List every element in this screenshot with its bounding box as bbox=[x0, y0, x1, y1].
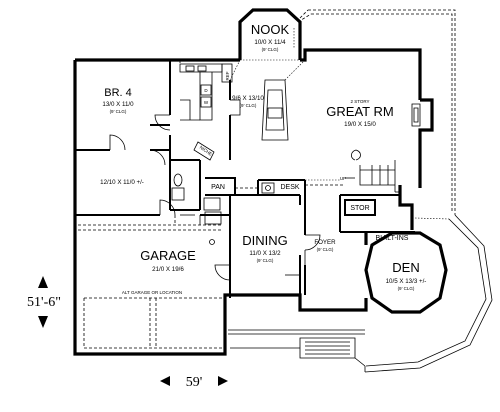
foyer-ceiling: (9' CLG) bbox=[317, 247, 334, 252]
nook-ceiling: (9' CLG) bbox=[262, 47, 279, 52]
doors bbox=[109, 114, 321, 281]
garage-name: GARAGE bbox=[140, 248, 196, 263]
porch-outline bbox=[293, 9, 493, 373]
room-label-garage: GARAGE 21/0 X 19/6 ALT GARAGE OR LOCATIO… bbox=[122, 248, 196, 295]
storage-label: STOR bbox=[350, 205, 369, 212]
room-label-nook: NOOK 10/0 X 11/4 (9' CLG) bbox=[251, 22, 290, 52]
depth-dimension: 51'-6" bbox=[27, 295, 61, 310]
washer-label: W bbox=[204, 100, 209, 105]
desk-label: DESK bbox=[280, 184, 299, 191]
width-dimension: 59' bbox=[186, 375, 203, 390]
garage-dims: 21/0 X 19/6 bbox=[152, 266, 184, 273]
great-room-note: 2 STORY bbox=[350, 99, 369, 104]
garage-details bbox=[74, 60, 222, 349]
width-arrow-left-icon bbox=[160, 376, 170, 386]
front-porch bbox=[228, 329, 366, 372]
depth-arrow-down-icon bbox=[38, 316, 48, 328]
great-room-dims: 19/0 X 15/0 bbox=[344, 121, 376, 128]
opening-lines bbox=[229, 59, 340, 181]
foyer-name: FOYER bbox=[314, 239, 336, 246]
room-label-great-room: 2 STORY GREAT RM 19/0 X 15/0 bbox=[326, 99, 393, 128]
den-dims: 10/5 X 13/3 +/- bbox=[386, 278, 427, 285]
pantry-label: PAN bbox=[211, 184, 225, 191]
room-label-foyer: FOYER (9' CLG) bbox=[314, 239, 336, 252]
kitchen-dims: 9/6 X 13/10 bbox=[232, 95, 264, 102]
dimension-width: 59' bbox=[160, 375, 228, 390]
den-name: DEN bbox=[392, 260, 419, 275]
br4-dims: 13/0 X 11/0 bbox=[102, 101, 134, 108]
great-room-name: GREAT RM bbox=[326, 104, 393, 119]
room-label-kitchen: 9/6 X 13/10 (9' CLG) bbox=[232, 95, 264, 108]
stair-up-label: UP bbox=[340, 176, 346, 181]
garage-alt: ALT GARAGE OR LOCATION bbox=[122, 290, 182, 295]
stairs bbox=[345, 149, 400, 193]
br4-name: BR. 4 bbox=[104, 87, 132, 99]
kitchen-fixtures bbox=[171, 63, 289, 245]
width-arrow-right-icon bbox=[218, 376, 228, 386]
room-label-den: DEN 10/5 X 13/3 +/- (9' CLG) bbox=[386, 260, 427, 291]
dryer-label: D bbox=[204, 88, 208, 93]
niche-label: NICHE bbox=[199, 145, 213, 157]
builtins-label: BUILT-INS bbox=[376, 235, 409, 242]
nook-name: NOOK bbox=[251, 22, 290, 37]
ref-label: REF bbox=[225, 71, 230, 80]
den-ceiling: (9' CLG) bbox=[398, 286, 415, 291]
nook-dims: 10/0 X 11/4 bbox=[254, 39, 286, 46]
dining-dims: 11/0 X 13/2 bbox=[249, 250, 281, 257]
room-label-dining: DINING 11/0 X 13/2 (9' CLG) bbox=[242, 233, 288, 263]
room-label-br4: BR. 4 13/0 X 11/0 (9' CLG) bbox=[102, 87, 134, 114]
room-label-mud: 12/10 X 11/0 +/- bbox=[100, 179, 144, 186]
dimension-depth: 51'-6" bbox=[27, 276, 61, 328]
interior-walls bbox=[75, 60, 415, 298]
br4-ceiling: (9' CLG) bbox=[110, 109, 127, 114]
dining-ceiling: (9' CLG) bbox=[257, 258, 274, 263]
fireplace bbox=[411, 103, 421, 127]
depth-arrow-up-icon bbox=[38, 276, 48, 288]
kitchen-ceiling: (9' CLG) bbox=[240, 103, 257, 108]
mud-dims: 12/10 X 11/0 +/- bbox=[100, 179, 144, 186]
dining-name: DINING bbox=[242, 233, 288, 248]
